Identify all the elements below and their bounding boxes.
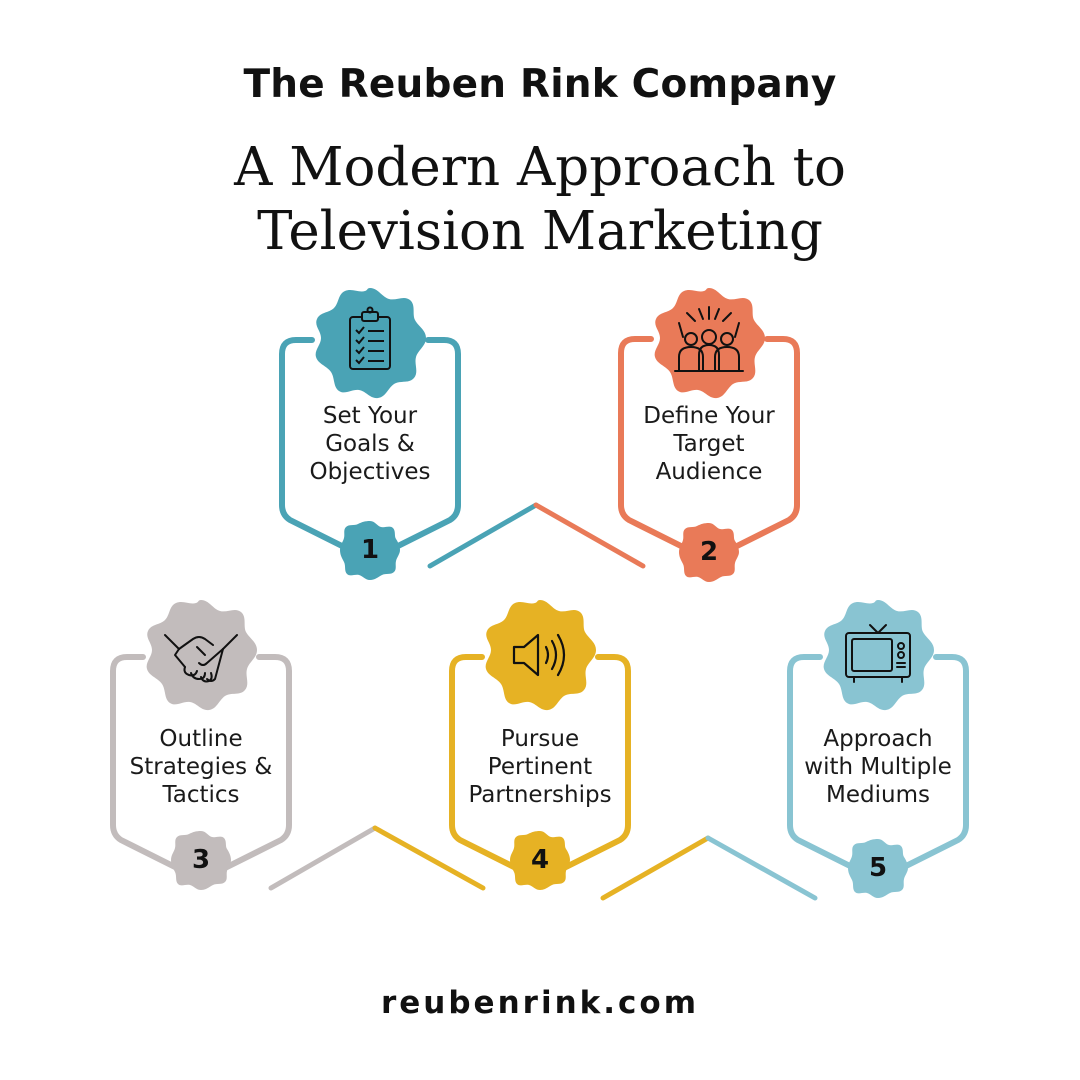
step-5-card [787, 600, 969, 898]
step-4-card [449, 600, 631, 890]
step-4-label: Pursue Pertinent Partnerships [468, 726, 612, 808]
step-1-number: 1 [360, 535, 380, 565]
step-1-card [279, 288, 461, 580]
step-2-label: Define Your Target Audience [643, 403, 775, 485]
handshake-icon [164, 634, 238, 683]
clipboard-checklist-icon [349, 306, 391, 370]
website-url: reubenrink.com [380, 985, 700, 1021]
television-icon [845, 624, 911, 683]
step-2-card [618, 288, 800, 582]
step-5-number: 5 [868, 853, 888, 883]
connector-3-up [268, 825, 378, 891]
step-2-number: 2 [699, 537, 719, 567]
connector-4-down [705, 835, 818, 901]
step-1-label: Set Your Goals & Objectives [309, 403, 431, 485]
company-name: The Reuben Rink Company [243, 62, 837, 107]
title-line-2: Television Marketing [257, 201, 823, 262]
title-line-1: A Modern Approach to [234, 137, 846, 198]
connector-1-up [427, 502, 539, 569]
speaker-icon [512, 633, 566, 677]
step-4-number: 4 [530, 845, 550, 875]
connector-3-down [372, 825, 486, 891]
step-3-number: 3 [191, 845, 211, 875]
audience-crowd-icon [674, 306, 744, 372]
step-3-card [110, 600, 292, 890]
page-title: A Modern Approach to Television Marketin… [0, 136, 1080, 264]
step-5-label: Approach with Multiple Mediums [804, 726, 952, 808]
connector-1-down [533, 502, 646, 569]
connector-4-up [600, 835, 711, 901]
step-3-label: Outline Strategies & Tactics [129, 726, 273, 808]
